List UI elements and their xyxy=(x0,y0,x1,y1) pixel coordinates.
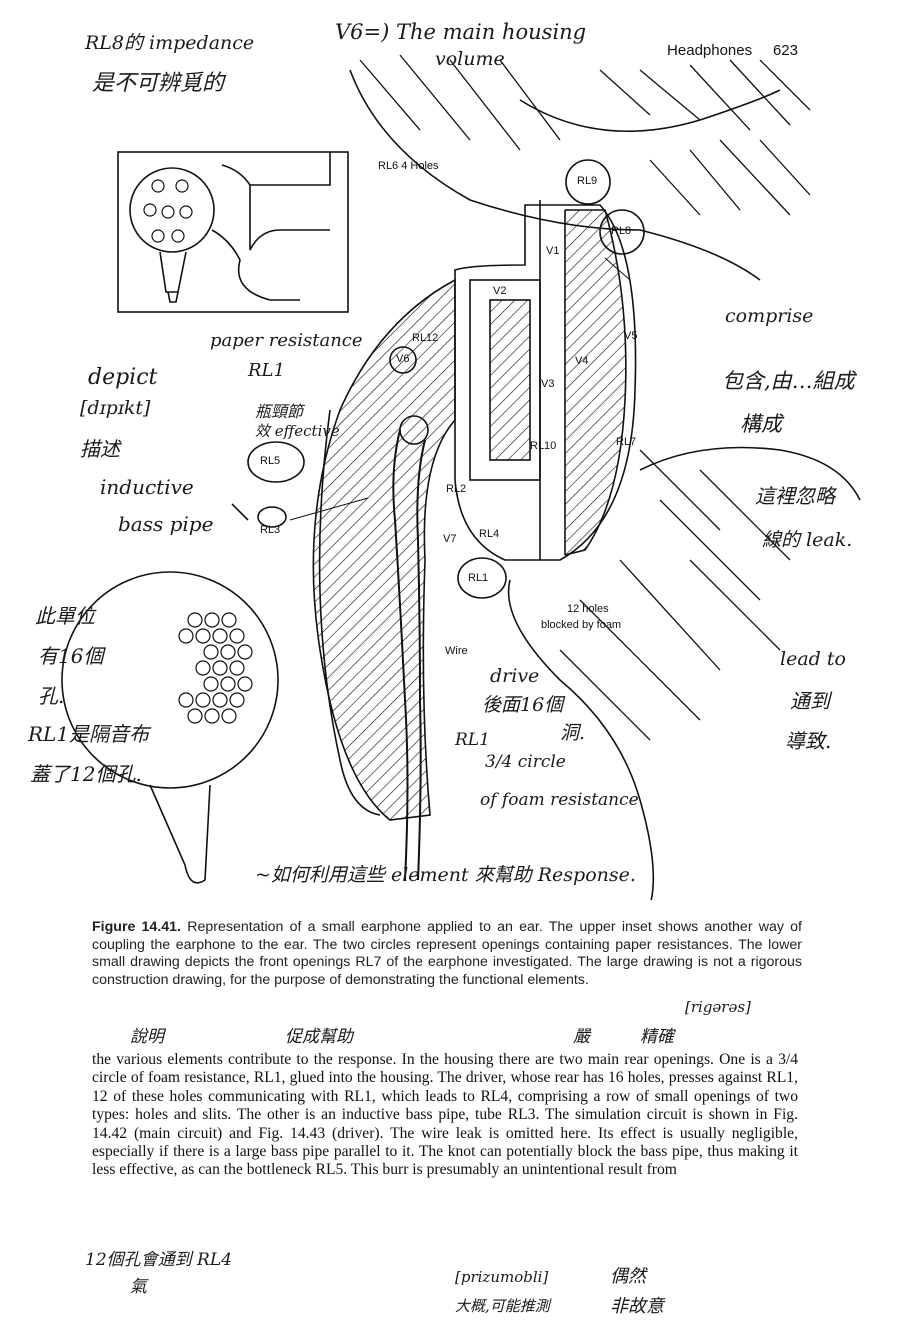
annotation-depict: depict xyxy=(88,365,158,390)
earphone-figure xyxy=(61,54,861,900)
annotation-foam-resistance: of foam resistance xyxy=(480,790,639,810)
inset-box xyxy=(117,151,349,313)
label-rl6: RL6 4 Holes xyxy=(378,160,439,172)
label-v1: V1 xyxy=(546,245,560,257)
label-v3: V3 xyxy=(541,378,555,390)
annotation-behind-16: 後面16個 xyxy=(482,694,564,716)
annotation-ignore: 這裡忽略 xyxy=(755,484,835,508)
annotation-three-quarter: 3/4 circle xyxy=(485,752,566,772)
figure-id: Figure 14.41. xyxy=(92,919,181,935)
annotation-comprise: comprise xyxy=(725,305,814,327)
annotation-presumably-ipa: [prizumobli] xyxy=(455,1268,549,1286)
annotation-paper-rl1: RL1 xyxy=(248,360,285,381)
annotation-unit: 此單位 xyxy=(35,604,95,628)
annotation-comprise-zh2: 構成 xyxy=(740,412,782,436)
annotation-volume: volume xyxy=(435,48,505,70)
annotation-rigorous-zh2: 精確 xyxy=(640,1027,674,1047)
body-paragraph: the various elements contribute to the r… xyxy=(92,1051,798,1179)
running-title: Headphones xyxy=(667,42,753,59)
annotation-holes: 孔. xyxy=(38,684,65,708)
label-rl1: RL1 xyxy=(468,572,489,584)
annotation-illustrate: 說明 xyxy=(130,1027,164,1047)
annotation-lead-to: lead to xyxy=(780,648,846,670)
label-v4: V4 xyxy=(575,355,589,367)
annotation-effective: 效 effective xyxy=(255,422,340,440)
annotation-inductive: inductive xyxy=(100,475,194,499)
label-12-holes: 12 holes xyxy=(567,603,609,615)
page-number: 623 xyxy=(772,42,798,59)
annotation-v6: V6=) The main housing xyxy=(335,20,587,44)
label-rl12: RL12 xyxy=(412,332,439,344)
annotation-presumably-zh: 大概,可能推測 xyxy=(455,1297,550,1315)
annotation-contribute: 促成幫助 xyxy=(285,1027,353,1047)
label-v7: V7 xyxy=(443,533,457,545)
annotation-lead-zh: 通到 xyxy=(790,689,830,713)
label-v6: V6 xyxy=(396,353,410,365)
ear-outline xyxy=(349,69,761,281)
annotation-rigorous-zh1: 嚴 xyxy=(573,1027,590,1047)
label-rl4: RL4 xyxy=(479,528,500,540)
annotation-how-to-use: ~如何利用這些 element 來幫助 Response. xyxy=(255,864,636,886)
label-rl5: RL5 xyxy=(260,455,281,467)
annotation-rl1-b: RL1 xyxy=(455,730,490,750)
label-rl9: RL9 xyxy=(577,175,598,187)
annotation-bottleneck: 瓶頸節 xyxy=(255,402,304,421)
label-v5: V5 xyxy=(624,330,638,342)
annotation-wire-leak: 線的 leak. xyxy=(762,529,853,551)
annotation-covered-12: 蓋了12個孔. xyxy=(30,762,142,786)
annotation-drive: drive xyxy=(490,665,540,687)
label-rl10: RL10 xyxy=(530,440,557,452)
label-blocked-by-foam: blocked by foam xyxy=(541,619,622,631)
annotation-rl1-cloth: RL1是隔音布 xyxy=(28,722,150,746)
figure-caption-text: Representation of a small earphone appli… xyxy=(92,919,802,988)
annotation-depict-zh: 描述 xyxy=(80,437,120,461)
annotation-rl8-impedance: RL8的 impedance xyxy=(85,32,255,54)
label-rl8: RL8 xyxy=(611,225,632,237)
annotation-comprise-zh: 包含,由…組成 xyxy=(722,369,855,393)
annotation-rl8-note: 是不可辨覓的 xyxy=(92,71,225,96)
annotation-cause-zh: 導致. xyxy=(785,729,832,753)
figure-caption: Figure 14.41. Representation of a small … xyxy=(92,919,802,989)
annotation-unintentional: 非故意 xyxy=(610,1296,664,1317)
label-rl2: RL2 xyxy=(446,483,467,495)
annotation-paper-resistance: paper resistance xyxy=(210,330,363,351)
label-rl7: RL7 xyxy=(616,436,637,448)
annotation-12-holes-rl4: 12個孔會通到 RL4 xyxy=(85,1250,232,1270)
label-v2: V2 xyxy=(493,285,507,297)
annotation-air: 氣 xyxy=(130,1277,147,1297)
annotation-depict-ipa: [dɪpɪkt] xyxy=(80,397,151,419)
annotation-rigorous-ipa: [rigərəs] xyxy=(685,998,751,1016)
annotation-holes-zh: 洞. xyxy=(560,722,586,744)
running-header: Headphones 623 xyxy=(667,42,798,59)
label-wire: Wire xyxy=(445,645,468,657)
annotation-16-holes: 有16個 xyxy=(38,644,104,668)
label-rl3: RL3 xyxy=(260,524,281,536)
front-openings-inset xyxy=(61,571,279,789)
annotation-bass-pipe: bass pipe xyxy=(118,512,214,536)
annotation-accidental: 偶然 xyxy=(610,1266,646,1287)
earphone-stem xyxy=(312,278,456,821)
